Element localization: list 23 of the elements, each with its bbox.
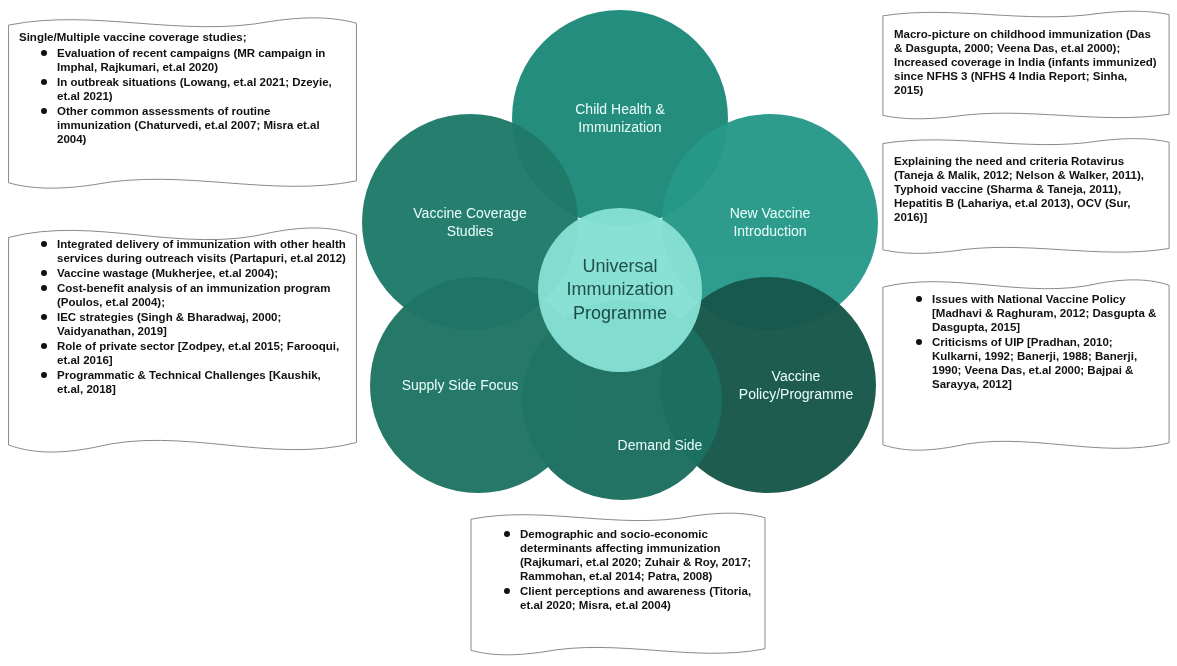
petal-label: Child Health & Immunization (574, 99, 666, 137)
bullet-item: Evaluation of recent campaigns (MR campaign in Imphal, Rajkumari, et.al 2020) (41, 46, 346, 75)
bullet-item: Vaccine wastage (Mukherjee, et.al 2004); (41, 266, 346, 281)
petal-label: Vaccine Policy/Programme (737, 366, 855, 404)
bullet-item: Demographic and socio-economic determinants affecting immunization (Rajkumari, et.al 2020; Zuhair & Roy, 2017; Rammohan, et.al 2014; Patra, 2008) (504, 527, 754, 584)
bullet-item: Criticisms of UIP [Pradhan, 2010; Kulkarni, 1992; Banerji, 1988; Banerji, 1990; Veena Das, et.al 2000; Bajpai & Sarayya, 2012] (916, 335, 1158, 392)
bullet-item: Role of private sector [Zodpey, et.al 2015; Farooqui, et.al 2016] (41, 339, 346, 368)
note-text: Macro-picture on childhood immunization (Das & Dasgupta, 2000; Veena Das, et.al 2000); Increased coverage in India (infants immunized) since NFHS 3 (NFHS 4 India Report; Sinha, 2015) (894, 27, 1158, 98)
petal-label: Vaccine Coverage Studies (412, 203, 528, 241)
bullet-item: Integrated delivery of immunization with other health services during outreach visits (Partapuri, et.al 2012) (41, 237, 346, 266)
bullet-item: Other common assessments of routine immunization (Chaturvedi, et.al 2007; Misra et.al 2004) (41, 104, 346, 147)
bullet-item: IEC strategies (Singh & Bharadwaj, 2000; Vaidyanathan, 2019] (41, 310, 346, 339)
bullet-item: In outbreak situations (Lowang, et.al 2021; Dzeyie, et.al 2021) (41, 75, 346, 104)
bullet-item: Cost-benefit analysis of an immunization program (Poulos, et.al 2004); (41, 281, 346, 310)
bullet-item: Issues with National Vaccine Policy [Madhavi & Raghuram, 2012; Dasgupta & Dasgupta, 2015] (916, 292, 1158, 335)
bullet-item: Client perceptions and awareness (Titoria, et.al 2020; Misra, et.al 2004) (504, 584, 754, 613)
petal-label: New Vaccine Introduction (728, 203, 812, 241)
petal-label: Supply Side Focus (401, 375, 519, 395)
center-label: Universal Immunization Programme (565, 254, 675, 325)
petal-label: Demand Side (617, 435, 703, 455)
bullet-item: Programmatic & Technical Challenges [Kaushik, et.al, 2018] (41, 368, 346, 397)
note-text: Explaining the need and criteria Rotavirus (Taneja & Malik, 2012; Nelson & Walker, 2011), Typhoid vaccine (Sharma & Taneja, 2011), Hepatitis B (Lahariya, et.al 2013), OCV (Sur, 2016)] (894, 154, 1145, 225)
note-text: Single/Multiple vaccine coverage studies; (19, 30, 248, 44)
